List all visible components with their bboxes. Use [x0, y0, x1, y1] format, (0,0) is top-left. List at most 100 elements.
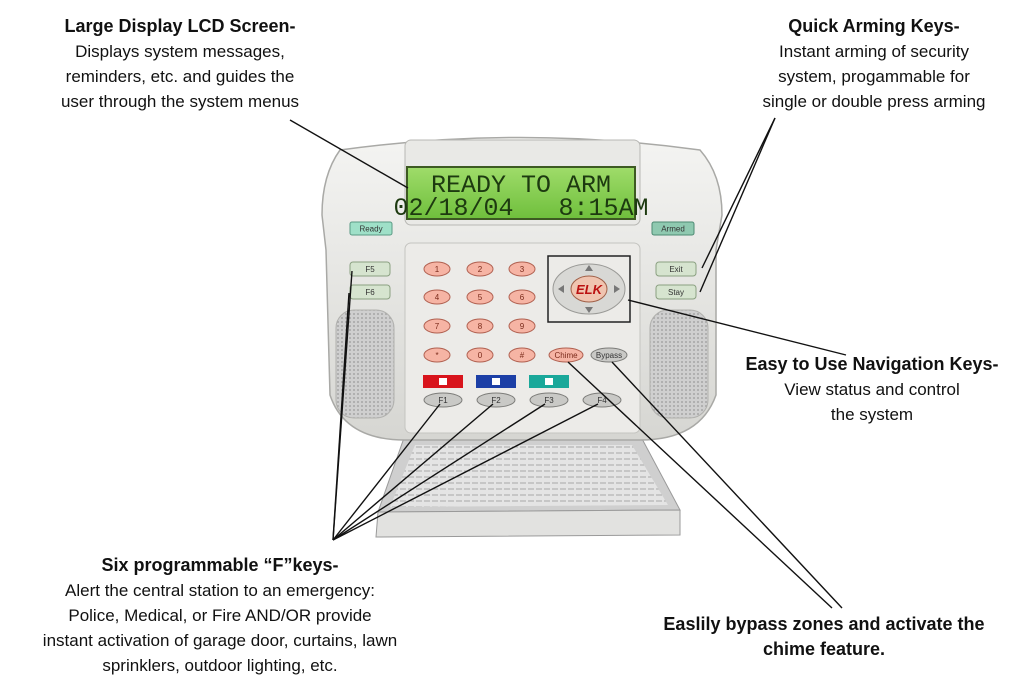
digit-key-label: 4: [435, 293, 440, 302]
digit-key[interactable]: 4: [423, 289, 451, 305]
leader-navigation: [627, 299, 847, 356]
callout-f-keys: Six programmable “F”keys- Alert the cent…: [0, 553, 440, 678]
digit-key[interactable]: 0: [466, 347, 494, 363]
function-key-f2[interactable]: F2: [476, 392, 516, 408]
function-key-f1[interactable]: F1: [423, 392, 463, 408]
callout-arming-title: Quick Arming Keys-: [788, 16, 960, 36]
bypass-key-label: Bypass: [596, 351, 622, 360]
callout-lcd-description: Displays system messages, reminders, etc…: [60, 42, 300, 111]
callout-fkeys-title: Six programmable “F”keys-: [101, 555, 339, 575]
armed-indicator: Armed: [651, 221, 695, 236]
digit-key[interactable]: #: [508, 347, 536, 363]
digit-key-shape[interactable]: [466, 261, 494, 277]
digit-key-shape[interactable]: [508, 261, 536, 277]
medical-key[interactable]: [529, 375, 569, 388]
digit-key-label: #: [520, 351, 525, 360]
digit-key[interactable]: 6: [508, 289, 536, 305]
leader-lcd: [289, 119, 409, 189]
lcd-line-1: READY TO ARM: [431, 171, 611, 200]
elk-logo: ELK: [576, 282, 604, 297]
callout-quick-arming-keys: Quick Arming Keys- Instant arming of sec…: [724, 14, 1024, 114]
digit-key-shape[interactable]: [466, 347, 494, 363]
exit-key[interactable]: Exit: [655, 261, 697, 277]
digit-key-label: 2: [478, 265, 483, 274]
digit-key-label: 5: [478, 293, 483, 302]
key-f6[interactable]: F6: [349, 284, 391, 300]
police-key[interactable]: [476, 375, 516, 388]
digit-key-shape[interactable]: [508, 318, 536, 334]
function-key-label: F1: [438, 396, 448, 405]
instruction-cover: [375, 434, 681, 538]
leader-arming-exit: [701, 117, 776, 269]
digit-key-shape[interactable]: [423, 347, 451, 363]
digit-key[interactable]: 2: [466, 261, 494, 277]
function-key-f4[interactable]: F4: [582, 392, 622, 408]
callout-bypass-title: Easlily bypass zones and activate the ch…: [663, 614, 985, 659]
digit-key[interactable]: 8: [466, 318, 494, 334]
nav-down-arrow-icon[interactable]: [585, 307, 593, 313]
bypass-key[interactable]: Bypass: [590, 347, 628, 363]
shield-icon: [492, 378, 500, 385]
digit-key[interactable]: 1: [423, 261, 451, 277]
fire-key[interactable]: [423, 375, 463, 388]
digit-key-shape[interactable]: [508, 289, 536, 305]
lcd-line-2: 02/18/04 8:15AM: [393, 194, 648, 223]
leader-f6: [332, 292, 350, 541]
function-key-shape[interactable]: [423, 392, 463, 408]
nav-right-arrow-icon[interactable]: [614, 285, 620, 293]
digit-key-label: 1: [435, 265, 440, 274]
navigation-pad[interactable]: ELK: [547, 255, 631, 323]
digit-key-shape[interactable]: [423, 261, 451, 277]
fire-icon: [439, 378, 447, 385]
leader-f2: [332, 403, 494, 541]
emergency-keys: [423, 375, 569, 388]
digit-key[interactable]: 9: [508, 318, 536, 334]
key-f5-label: F5: [365, 265, 375, 274]
callout-arming-description: Instant arming of security system, proga…: [762, 42, 986, 111]
function-key-f3[interactable]: F3: [529, 392, 569, 408]
function-key-label: F2: [491, 396, 501, 405]
function-key-shape[interactable]: [529, 392, 569, 408]
callout-navigation-title: Easy to Use Navigation Keys-: [745, 354, 999, 374]
nav-up-arrow-icon[interactable]: [585, 265, 593, 271]
digit-key-label: 7: [435, 322, 440, 331]
digit-key-shape[interactable]: [508, 347, 536, 363]
key-f6-label: F6: [365, 288, 375, 297]
function-key-shape[interactable]: [476, 392, 516, 408]
digit-key[interactable]: 3: [508, 261, 536, 277]
leader-f3: [332, 403, 546, 541]
function-keys: F1 F2 F3 F4: [423, 392, 622, 408]
digit-key[interactable]: 7: [423, 318, 451, 334]
chime-key-label: Chime: [554, 351, 578, 360]
leader-f1: [332, 403, 441, 541]
digit-key-label: *: [435, 351, 438, 360]
digit-key-shape[interactable]: [466, 318, 494, 334]
function-key-label: F4: [597, 396, 607, 405]
digit-key-shape[interactable]: [423, 318, 451, 334]
nav-left-arrow-icon[interactable]: [558, 285, 564, 293]
callout-navigation-description: View status and control the system: [784, 380, 960, 424]
digit-key[interactable]: *: [423, 347, 451, 363]
function-key-label: F3: [544, 396, 554, 405]
armed-label: Armed: [661, 225, 685, 234]
stay-key[interactable]: Stay: [655, 284, 697, 300]
exit-key-label: Exit: [669, 265, 683, 274]
callout-bypass-chime: Easlily bypass zones and activate the ch…: [628, 612, 1020, 662]
key-f5[interactable]: F5: [349, 261, 391, 277]
leader-arming-stay: [699, 117, 776, 293]
digit-key-shape[interactable]: [423, 289, 451, 305]
callout-navigation-keys: Easy to Use Navigation Keys- View status…: [720, 352, 1024, 427]
digit-key-label: 0: [478, 351, 483, 360]
digit-key-label: 6: [520, 293, 525, 302]
digit-key-shape[interactable]: [466, 289, 494, 305]
digit-key-label: 3: [520, 265, 525, 274]
leader-f4: [332, 403, 599, 541]
chime-key[interactable]: Chime: [548, 347, 584, 363]
leader-chime: [567, 361, 833, 609]
digit-key[interactable]: 5: [466, 289, 494, 305]
ready-indicator: Ready: [349, 221, 393, 236]
callout-lcd-title: Large Display LCD Screen-: [64, 16, 296, 36]
medical-cross-icon: [545, 378, 553, 385]
